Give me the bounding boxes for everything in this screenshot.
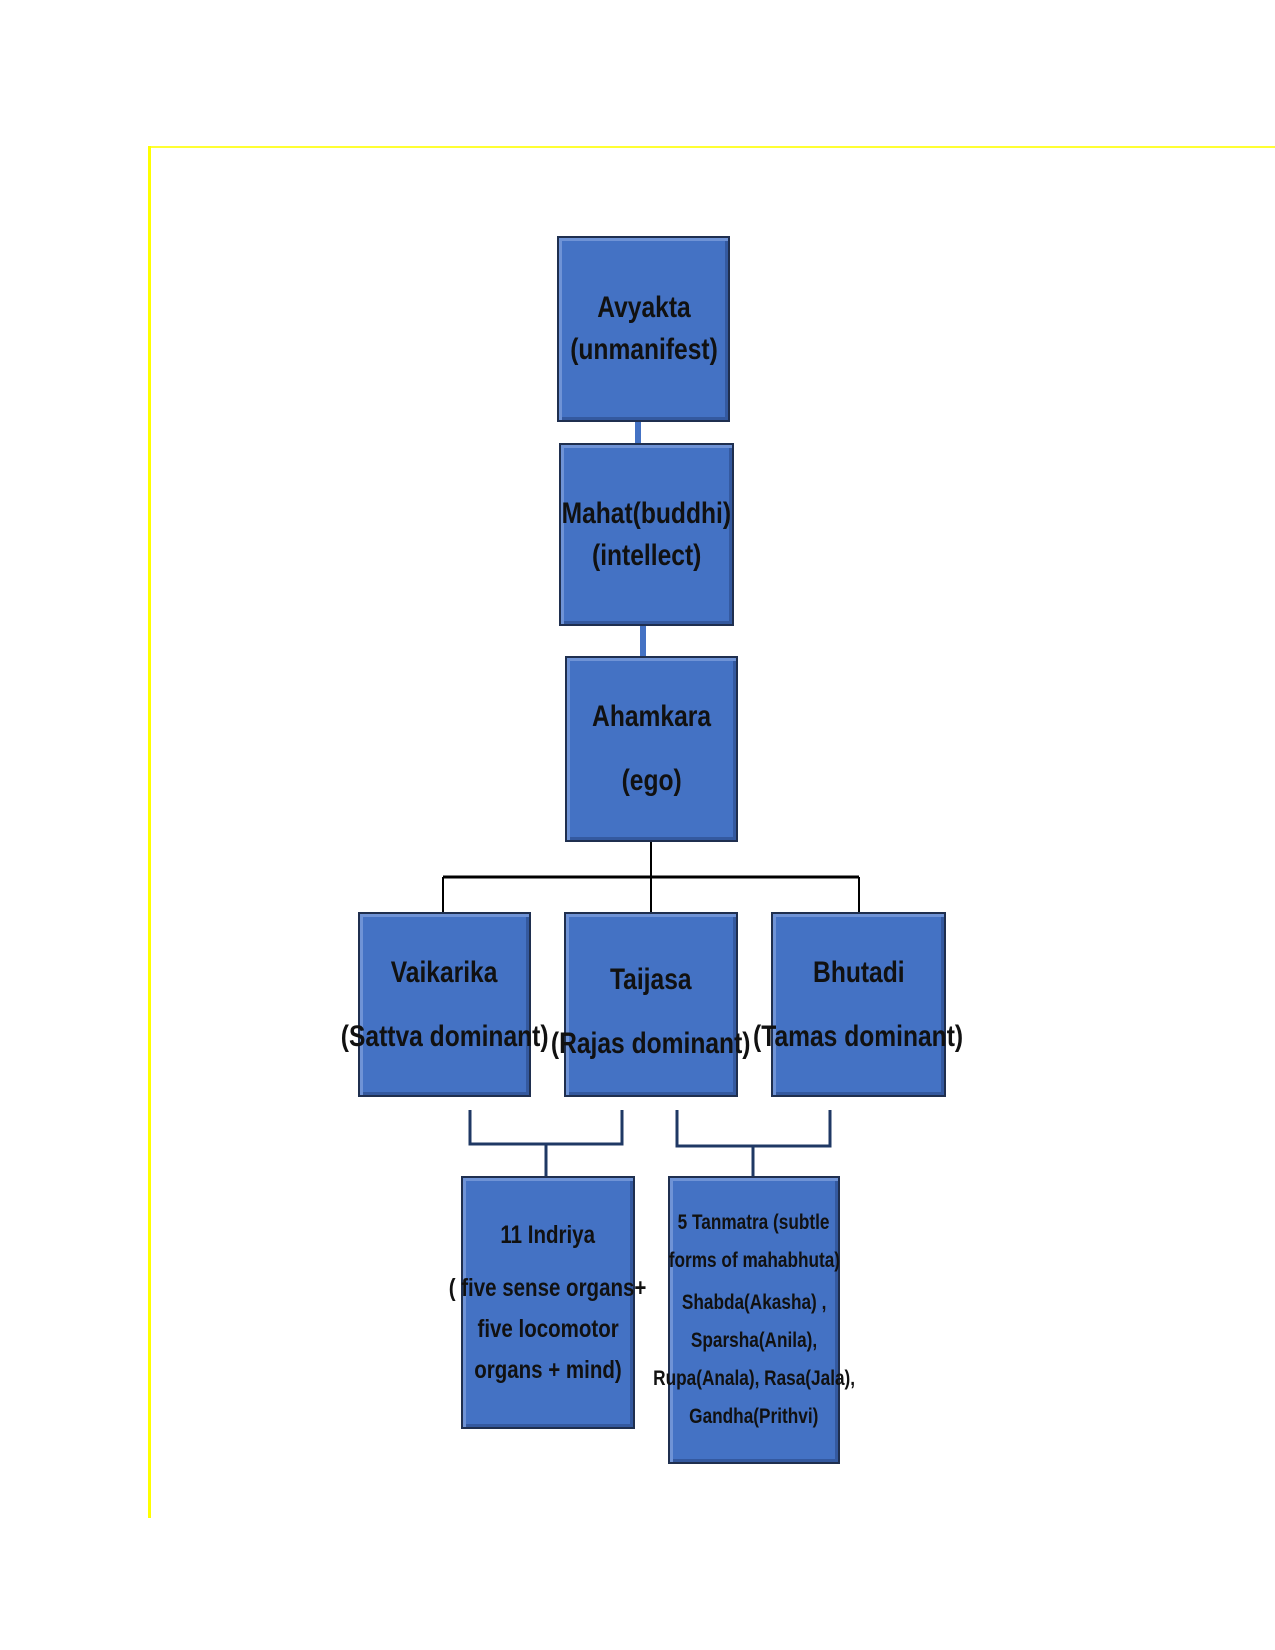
- node-avyakta-line1: Avyakta: [596, 291, 691, 324]
- node-taijasa: Taijasa (Rajas dominant): [551, 912, 751, 1097]
- node-taijasa-line2: (Rajas dominant): [551, 1026, 751, 1060]
- node-mahat-line1: Mahat(buddhi): [561, 496, 732, 530]
- bracket-to-tanmatra: [675, 1110, 832, 1178]
- node-avyakta-line2: (unmanifest): [569, 333, 718, 366]
- node-indriya-line2: ( five sense organs+: [449, 1273, 647, 1302]
- node-indriya-line4: organs + mind): [474, 1355, 622, 1384]
- frame-top-line: [148, 146, 1275, 148]
- node-tanmatra-line1: 5 Tanmatra (subtle: [678, 1211, 830, 1234]
- branch-connector-ahamkara: [442, 842, 860, 912]
- node-vaikarika-line1: Vaikarika: [391, 955, 498, 989]
- node-indriya-line3: five locomotor: [477, 1314, 619, 1343]
- node-tanmatra-line2: forms of mahabhuta): [668, 1249, 840, 1272]
- node-ahamkara-line2: (ego): [621, 764, 682, 797]
- node-tanmatra-line5: Rupa(Anala), Rasa(Jala),: [653, 1367, 855, 1390]
- bracket-to-indriya: [468, 1110, 624, 1178]
- node-mahat-line2: (intellect): [591, 538, 702, 572]
- node-vaikarika-line2: (Sattva dominant): [340, 1019, 549, 1053]
- node-indriya: 11 Indriya ( five sense organs+ five loc…: [449, 1176, 647, 1429]
- node-vaikarika: Vaikarika (Sattva dominant): [341, 912, 548, 1097]
- node-indriya-line1: 11 Indriya: [500, 1220, 596, 1249]
- node-bhutadi-line1: Bhutadi: [812, 955, 905, 989]
- node-bhutadi: Bhutadi (Tamas dominant): [753, 912, 964, 1097]
- node-tanmatra: 5 Tanmatra (subtle forms of mahabhuta) S…: [653, 1176, 855, 1464]
- node-taijasa-line1: Taijasa: [610, 962, 692, 996]
- frame-left-line: [148, 146, 151, 1518]
- node-ahamkara: Ahamkara (ego): [565, 656, 738, 842]
- node-tanmatra-line4: Sparsha(Anila),: [690, 1329, 818, 1352]
- node-avyakta: Avyakta (unmanifest): [557, 236, 730, 422]
- node-tanmatra-line3: Shabda(Akasha) ,: [681, 1291, 827, 1314]
- node-tanmatra-line6: Gandha(Prithvi): [689, 1405, 819, 1428]
- node-bhutadi-line2: (Tamas dominant): [753, 1019, 964, 1053]
- node-mahat: Mahat(buddhi) (intellect): [559, 443, 734, 626]
- node-ahamkara-line1: Ahamkara: [592, 700, 711, 733]
